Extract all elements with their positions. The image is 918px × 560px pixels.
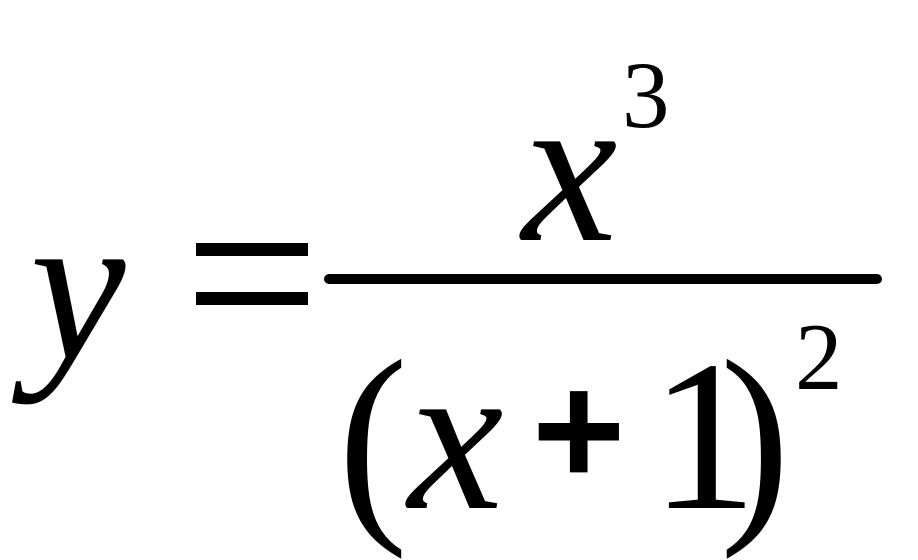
denominator-variable-x: x [408, 316, 504, 555]
denominator-exponent: 2 [795, 304, 843, 410]
denominator-open-paren: ( [338, 316, 408, 560]
fraction-bar [324, 274, 882, 284]
denominator-constant-one: 1 [650, 316, 758, 555]
equals-bar-top [196, 243, 308, 256]
denominator-close-paren: ) [720, 316, 790, 560]
numerator-exponent: 3 [622, 42, 670, 148]
numerator-base-x: x [522, 48, 618, 287]
equals-bar-bottom [196, 292, 308, 305]
equals-sign [196, 243, 308, 305]
lhs-variable-y: y [30, 166, 126, 405]
plus-operator: + [532, 340, 626, 519]
math-formula: y x 3 ( x + 1 ) 2 [30, 42, 882, 555]
